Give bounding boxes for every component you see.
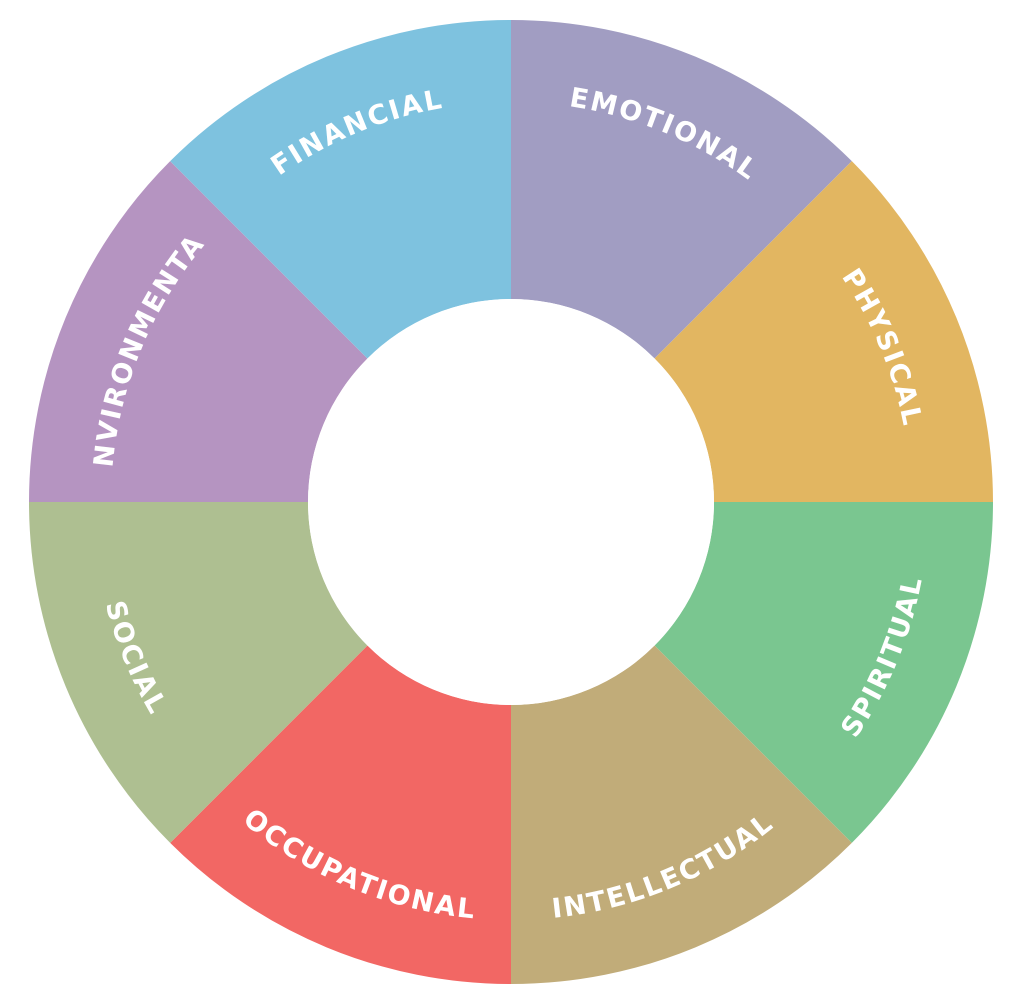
segment-spiritual bbox=[654, 502, 993, 843]
segment-financial bbox=[170, 19, 512, 359]
segment-emotional bbox=[511, 20, 852, 359]
wheel-center bbox=[308, 299, 714, 705]
segment-environmental bbox=[28, 161, 368, 503]
wheel-segments bbox=[28, 19, 993, 984]
segment-physical bbox=[654, 161, 993, 503]
segment-intellectual bbox=[511, 645, 852, 984]
segment-occupational bbox=[170, 645, 512, 984]
segment-social bbox=[29, 502, 368, 843]
